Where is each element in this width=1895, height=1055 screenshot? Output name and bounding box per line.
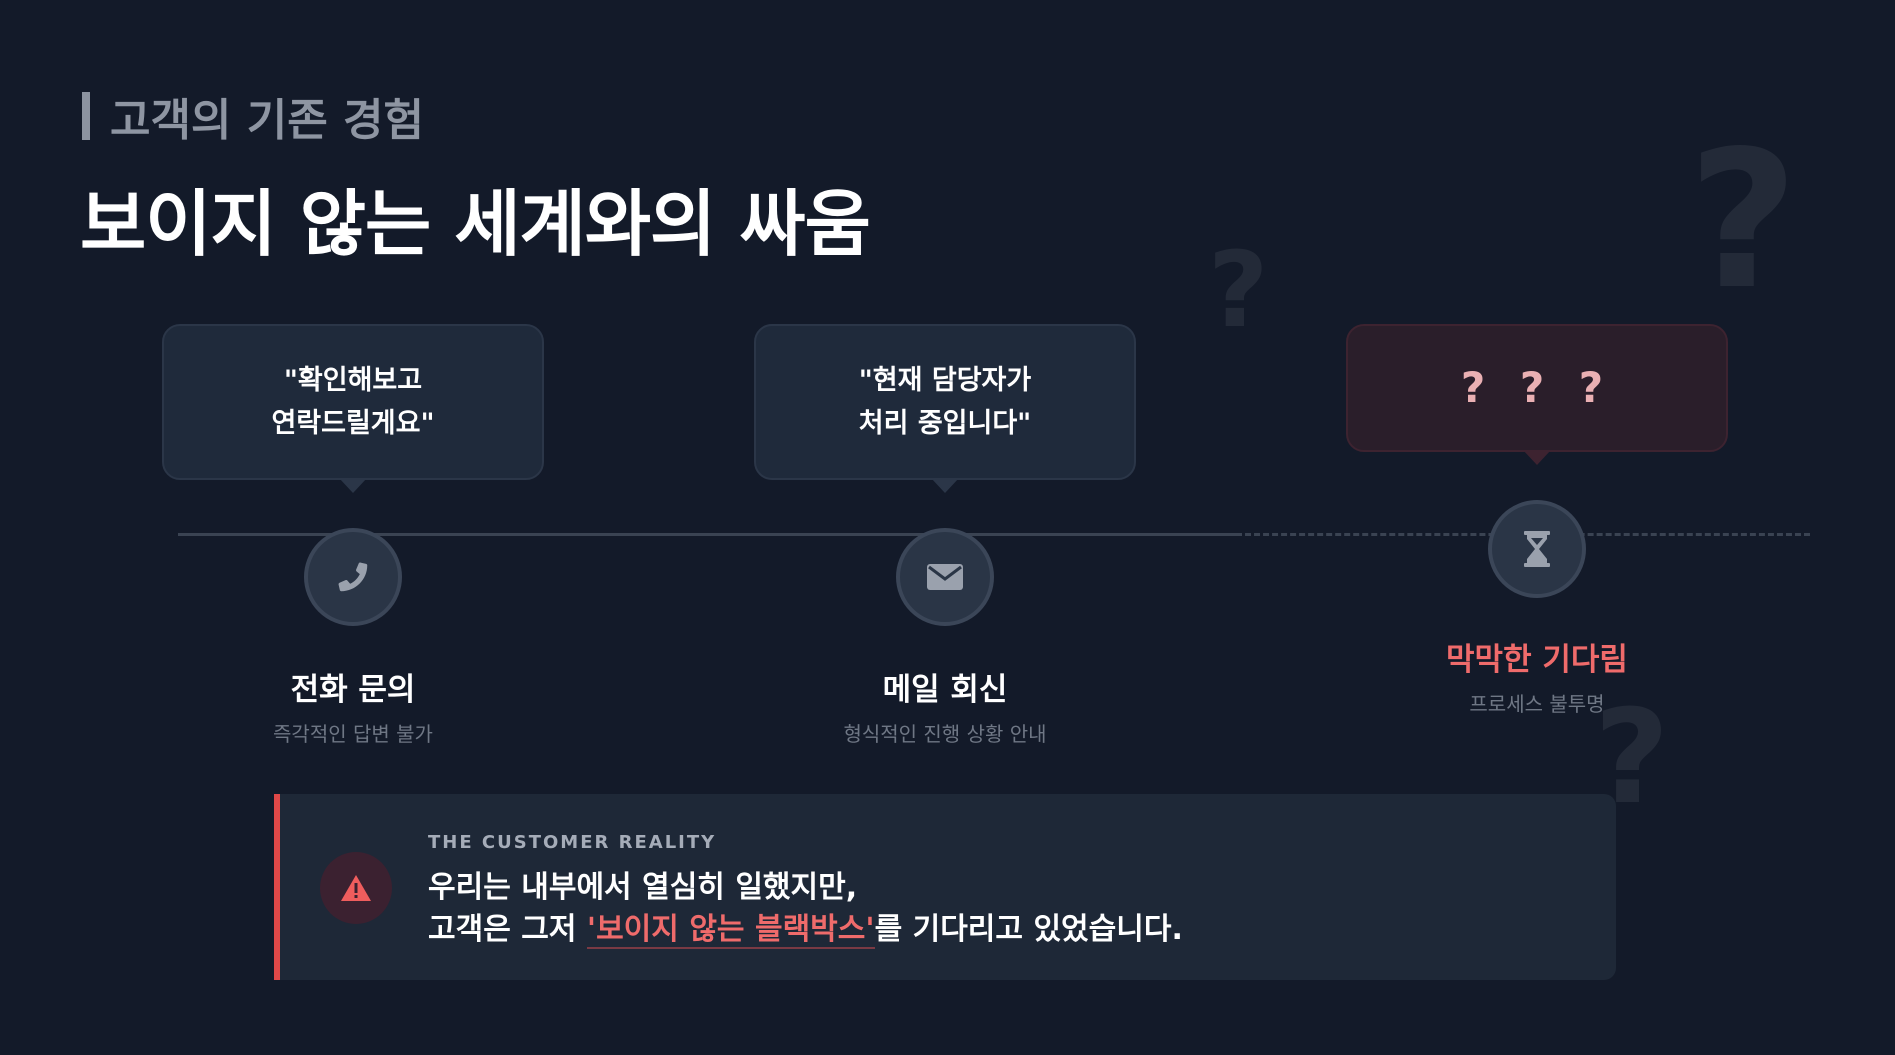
customer-reality-callout: THE CUSTOMER REALITY 우리는 내부에서 열심히 일했지만, … (274, 794, 1616, 980)
section-eyebrow: 고객의 기존 경험 (82, 84, 424, 148)
warning-icon (341, 875, 371, 901)
callout-highlight: '보이지 않는 블랙박스' (586, 912, 875, 949)
decorative-question-mark-small: ? (1208, 229, 1269, 351)
bubble-tail (931, 478, 959, 493)
eyebrow-bar (82, 92, 90, 140)
step-label-waiting: 막막한 기다림 (1446, 642, 1628, 678)
quote-bubble-email: "현재 담당자가 처리 중입니다" (754, 324, 1136, 493)
callout-line-1: 우리는 내부에서 열심히 일했지만, (428, 870, 858, 905)
bubble-tail (339, 478, 367, 493)
callout-line-2: 고객은 그저 '보이지 않는 블랙박스'를 기다리고 있었습니다. (428, 904, 1183, 949)
callout-line-2-prefix: 고객은 그저 (428, 912, 587, 947)
quote-bubble-phone: "확인해보고 연락드릴게요" (162, 324, 544, 493)
quote-text: "확인해보고 연락드릴게요" (271, 364, 435, 439)
step-sub-email: 형식적인 진행 상황 안내 (843, 722, 1047, 746)
step-node-waiting (1488, 500, 1586, 598)
envelope-icon (927, 564, 963, 590)
step-node-email (896, 528, 994, 626)
step-label-email: 메일 회신 (882, 672, 1008, 708)
quote-bubble-waiting: ? ? ? (1346, 324, 1728, 465)
callout-line-2-suffix: 를 기다리고 있었습니다. (874, 912, 1183, 947)
callout-kicker: THE CUSTOMER REALITY (428, 832, 717, 853)
timeline-line (178, 533, 1236, 536)
step-sub-waiting: 프로세스 불투명 (1469, 692, 1605, 716)
step-node-phone (304, 528, 402, 626)
hourglass-icon (1524, 531, 1550, 567)
bubble-tail (1523, 450, 1551, 465)
page-title: 보이지 않는 세계와의 싸움 (80, 182, 871, 266)
decorative-question-mark-large: ? (1688, 110, 1799, 331)
warning-badge (320, 852, 392, 924)
quote-text: "현재 담당자가 처리 중입니다" (858, 364, 1032, 439)
question-marks-text: ? ? ? (1460, 363, 1614, 413)
step-sub-phone: 즉각적인 답변 불가 (273, 722, 433, 746)
phone-icon (338, 562, 368, 592)
step-label-phone: 전화 문의 (290, 672, 416, 708)
eyebrow-text: 고객의 기존 경험 (110, 95, 424, 146)
